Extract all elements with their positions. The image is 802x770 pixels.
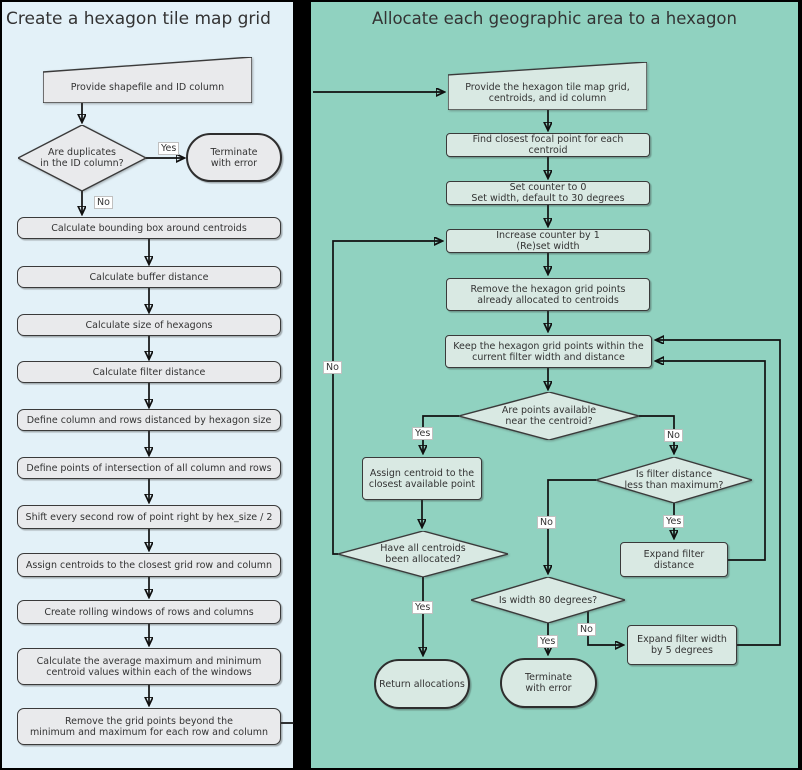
decision-diamond-shape — [471, 577, 625, 623]
label-filter-yes: Yes — [663, 515, 685, 528]
manual-input-shape — [448, 62, 647, 110]
left-panel-title: Create a hexagon tile map grid — [6, 9, 271, 29]
node-expand-filter-distance: Expand filter distance — [620, 542, 728, 577]
label-width-yes: Yes — [537, 635, 559, 648]
label-allocated-no: No — [323, 361, 342, 374]
label-filter-no: No — [537, 516, 556, 529]
node-set-counter: Set counter to 0 Set width, default to 3… — [446, 181, 650, 205]
node-expand-filter-width: Expand filter width by 5 degrees — [627, 625, 737, 665]
node-shift-second-row: Shift every second row of point right by… — [17, 505, 281, 529]
label-duplicates-no: No — [94, 196, 113, 209]
node-define-points-intersection: Define points of intersection of all col… — [17, 457, 281, 479]
node-bounding-box: Calculate bounding box around centroids — [17, 217, 281, 239]
node-rolling-windows: Create rolling windows of rows and colum… — [17, 600, 281, 624]
node-filter-distance: Calculate filter distance — [17, 361, 281, 383]
decision-diamond-shape — [459, 392, 639, 440]
node-terminate-with-error-left: Terminate with error — [186, 133, 282, 182]
label-duplicates-yes: Yes — [158, 142, 180, 155]
node-remove-allocated-points: Remove the hexagon grid points already a… — [446, 278, 650, 311]
decision-diamond-shape — [18, 125, 146, 191]
node-duplicates-decision: Are duplicates in the ID column? — [18, 125, 146, 191]
node-points-available-decision: Are points available near the centroid? — [459, 392, 639, 440]
node-all-allocated-decision: Have all centroids been allocated? — [338, 531, 508, 577]
node-average-max-min: Calculate the average maximum and minimu… — [17, 648, 281, 685]
node-assign-centroid-closest: Assign centroid to the closest available… — [362, 457, 482, 500]
node-provide-shapefile: Provide shapefile and ID column — [43, 57, 252, 103]
node-increase-counter: Increase counter by 1 (Re)set width — [446, 229, 650, 253]
node-terminate-with-error-right: Terminate with error — [500, 658, 597, 708]
label-width-no: No — [577, 623, 596, 636]
node-filter-distance-decision: Is filter distance less than maximum? — [596, 457, 752, 503]
label-allocated-yes: Yes — [412, 601, 434, 614]
node-width-80-decision: Is width 80 degrees? — [471, 577, 625, 623]
node-assign-centroids-grid: Assign centroids to the closest grid row… — [17, 553, 281, 577]
label-points-no: No — [664, 429, 683, 442]
node-provide-grid-centroids: Provide the hexagon tile map grid, centr… — [448, 62, 647, 110]
node-define-columns-rows: Define column and rows distanced by hexa… — [17, 409, 281, 431]
label-points-yes: Yes — [412, 427, 434, 440]
right-panel-title: Allocate each geographic area to a hexag… — [372, 9, 737, 28]
manual-input-shape — [43, 57, 252, 103]
node-remove-grid-points: Remove the grid points beyond the minimu… — [17, 708, 281, 745]
node-buffer-distance: Calculate buffer distance — [17, 266, 281, 288]
node-size-of-hexagons: Calculate size of hexagons — [17, 314, 281, 336]
node-return-allocations: Return allocations — [374, 659, 470, 709]
node-keep-points-within-filter: Keep the hexagon grid points within the … — [445, 335, 652, 368]
node-find-focal-point: Find closest focal point for each centro… — [446, 133, 650, 157]
